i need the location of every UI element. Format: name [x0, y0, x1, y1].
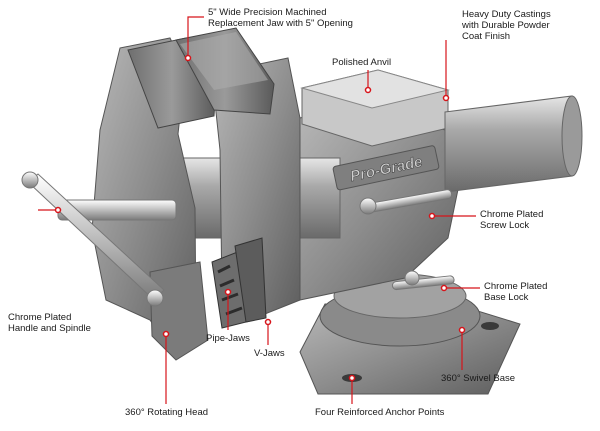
callout-line-jaw — [187, 16, 204, 58]
callout-dot-anvil — [364, 86, 372, 94]
label-jaw: 5" Wide Precision Machined Replacement J… — [208, 7, 353, 29]
label-screw-lock: Chrome Plated Screw Lock — [480, 209, 544, 231]
anchor-hole-right — [481, 322, 499, 330]
callout-dot-base-lock — [440, 284, 448, 292]
label-anvil: Polished Anvil — [332, 57, 392, 68]
label-rotating-head: 360° Rotating Head — [125, 407, 209, 418]
label-anchor-points: Four Reinforced Anchor Points — [315, 407, 445, 418]
callout-dot-pipe-jaws — [224, 288, 232, 296]
callout-dot-castings — [442, 94, 450, 102]
handle-knob-bottom — [146, 289, 164, 307]
callout-lines — [38, 16, 480, 404]
label-castings: Heavy Duty Castings with Durable Powder … — [462, 9, 551, 42]
label-pipe-jaws: Pipe-Jaws — [206, 333, 250, 344]
base-lock-lever — [391, 275, 455, 291]
logo-plate — [332, 145, 440, 191]
callout-dot-swivel-base — [458, 326, 466, 334]
callout-dot-rotating-head — [162, 330, 170, 338]
handle-knob-top — [21, 171, 39, 189]
rear-tube — [444, 95, 573, 193]
label-base-lock: Chrome Plated Base Lock — [484, 281, 548, 303]
label-handle: Chrome Plated Handle and Spindle — [8, 312, 91, 334]
callout-dot-v-jaws — [264, 318, 272, 326]
callout-dot-handle — [54, 206, 62, 214]
rotating-head — [149, 261, 209, 361]
label-v-jaws: V-Jaws — [254, 348, 285, 359]
v-jaws-piece — [234, 237, 267, 323]
label-swivel-base: 360° Swivel Base — [441, 373, 516, 384]
callout-dot-anchor-points — [348, 374, 356, 382]
callout-dots — [54, 54, 466, 382]
callout-dot-screw-lock — [428, 212, 436, 220]
callout-dot-jaw — [184, 54, 192, 62]
